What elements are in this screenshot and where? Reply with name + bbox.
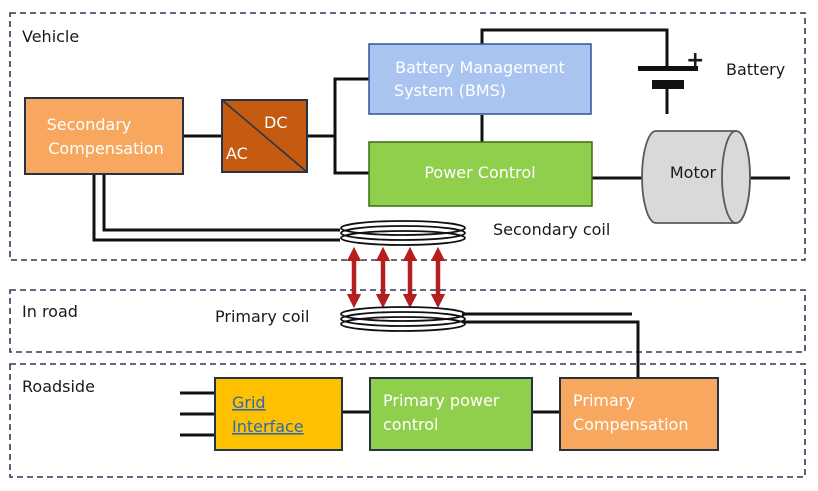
vehicle-section-label: Vehicle [22, 27, 79, 46]
secondary-coil-icon [340, 220, 466, 246]
roadside-section-label: Roadside [22, 377, 95, 396]
converter-ac-label: AC [226, 144, 248, 163]
bms-block [368, 43, 592, 115]
converter-diagonal [221, 99, 308, 173]
grid-interface-block [214, 377, 343, 451]
primary-power-control-line1: Primary power [383, 391, 500, 410]
primary-power-control-line2: control [383, 415, 438, 434]
secondary-compensation-line2: Compensation [48, 139, 163, 158]
primary-compensation-block [559, 377, 719, 451]
grid-interface-line1: Grid [232, 393, 266, 412]
motor-label: Motor [670, 163, 717, 182]
vehicle-wiring [92, 28, 790, 242]
converter-dc-label: DC [264, 113, 288, 132]
bms-label-line1: Battery Management [395, 58, 565, 77]
power-control-label: Power Control [424, 163, 535, 182]
motor-icon [641, 130, 751, 224]
roadside-wiring [180, 312, 640, 437]
primary-power-control-block [369, 377, 533, 451]
roadside-section [9, 363, 806, 478]
primary-coil-label: Primary coil [215, 307, 309, 326]
secondary-compensation-block [24, 97, 184, 175]
battery-plus-sign: + [686, 48, 704, 73]
primary-coil-icon [340, 306, 466, 332]
primary-compensation-line2: Compensation [573, 415, 688, 434]
secondary-compensation-line1: Secondary [47, 115, 132, 134]
power-control-block [368, 141, 593, 207]
bms-label-line2: System (BMS) [394, 81, 506, 100]
in-road-section-label: In road [22, 302, 78, 321]
primary-compensation-line1: Primary [573, 391, 635, 410]
power-transfer-arrows [346, 246, 446, 309]
battery-icon [638, 50, 698, 89]
in-road-section [9, 289, 806, 353]
vehicle-section [9, 12, 806, 261]
grid-interface-line2: Interface [232, 417, 304, 436]
battery-label: Battery [726, 60, 785, 79]
secondary-coil-label: Secondary coil [493, 220, 610, 239]
